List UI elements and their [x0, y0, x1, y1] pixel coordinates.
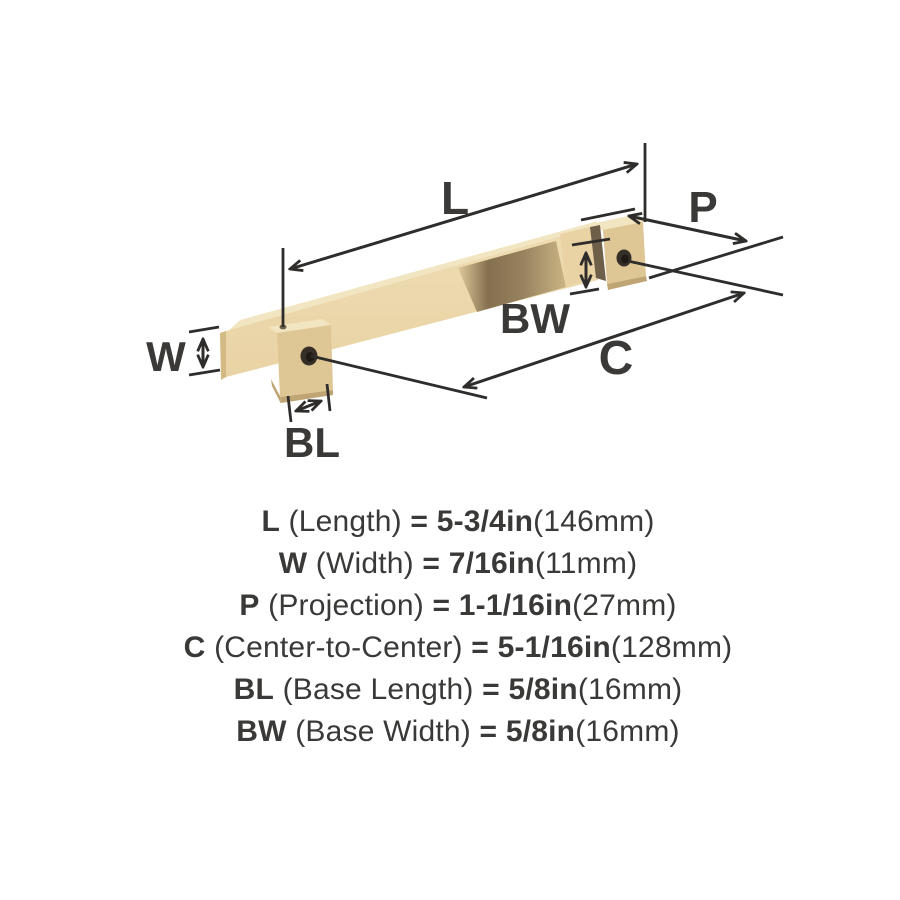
legend-value-inches: 7/16in	[448, 547, 535, 580]
legend-value-inches: 5-1/16in	[497, 631, 611, 664]
dimension-annotations: L P C W BW BL	[146, 143, 784, 466]
dimension-label-projection: P	[688, 183, 717, 232]
legend-row-base-length: BL (Base Length) = 5/8in(16mm)	[16, 669, 900, 711]
legend-name: (Projection)	[268, 589, 424, 622]
legend-symbol: BW	[236, 715, 287, 748]
legend-row-width: W (Width) = 7/16in(11mm)	[16, 543, 900, 585]
dimension-label-center-to-center: C	[599, 332, 634, 385]
legend-equals: =	[479, 715, 498, 748]
dimension-label-width: W	[146, 333, 186, 380]
dimension-line-projection	[629, 216, 746, 241]
legend-symbol: P	[239, 589, 260, 622]
extension-line-projection-upper	[580, 207, 636, 222]
base-width-tick-bottom	[569, 287, 600, 296]
legend-name: (Length)	[288, 505, 402, 538]
width-tick-top	[188, 325, 220, 334]
base-width-tick-top	[571, 237, 611, 247]
extension-line-left-hole-axis	[310, 354, 488, 400]
handle-dimension-illustration: L P C W BW BL	[146, 143, 784, 466]
legend-symbol: W	[278, 547, 308, 580]
dimension-line-base-length	[296, 401, 321, 411]
width-tick-bottom	[188, 368, 221, 377]
legend-value-inches: 1-1/16in	[458, 589, 573, 622]
legend-equals: =	[432, 589, 451, 622]
base-length-tick-right	[325, 383, 332, 412]
legend-value-inches: 5/8in	[508, 673, 578, 706]
legend-row-center-to-center: C (Center-to-Center) = 5-1/16in(128mm)	[16, 627, 900, 669]
legend-name: (Width)	[315, 547, 414, 580]
legend-equals: =	[410, 505, 429, 538]
legend-value-mm: (146mm)	[533, 505, 655, 538]
legend-symbol: C	[183, 631, 206, 664]
dimension-label-base-length: BL	[284, 419, 340, 466]
dimension-line-length	[290, 164, 637, 269]
legend-equals: =	[422, 547, 441, 580]
bar-end-cap	[220, 331, 226, 380]
legend-value-mm: (11mm)	[534, 547, 638, 580]
extension-line-right-hole-axis	[627, 259, 784, 297]
right-screw-hole	[616, 249, 632, 267]
dimension-label-base-width: BW	[500, 295, 570, 342]
legend-name: (Center-to-Center)	[214, 631, 463, 664]
left-screw-hole	[300, 346, 318, 366]
legend-value-mm: (16mm)	[575, 715, 680, 748]
legend-value-mm: (27mm)	[572, 589, 677, 622]
base-length-tick-left	[286, 395, 293, 423]
dimension-legend: L (Length) = 5-3/4in(146mm) W (Width) = …	[0, 501, 900, 753]
dimension-line-center-to-center	[464, 293, 744, 387]
right-post	[560, 227, 596, 286]
legend-value-inches: 5-3/4in	[436, 505, 534, 538]
legend-row-projection: P (Projection) = 1-1/16in(27mm)	[16, 585, 900, 627]
legend-equals: =	[482, 673, 500, 706]
legend-value-inches: 5/8in	[505, 715, 576, 748]
legend-name: (Base Width)	[295, 715, 471, 748]
legend-symbol: L	[261, 505, 280, 538]
legend-value-mm: (16mm)	[577, 673, 683, 706]
legend-value-mm: (128mm)	[610, 631, 733, 664]
legend-name: (Base Length)	[282, 673, 474, 706]
legend-equals: =	[471, 631, 490, 664]
legend-symbol: BL	[233, 673, 275, 706]
dimension-label-length: L	[441, 172, 469, 224]
legend-row-base-width: BW (Base Width) = 5/8in(16mm)	[16, 711, 900, 753]
extension-line-front-plane	[648, 235, 784, 280]
legend-row-length: L (Length) = 5-3/4in(146mm)	[16, 501, 900, 543]
